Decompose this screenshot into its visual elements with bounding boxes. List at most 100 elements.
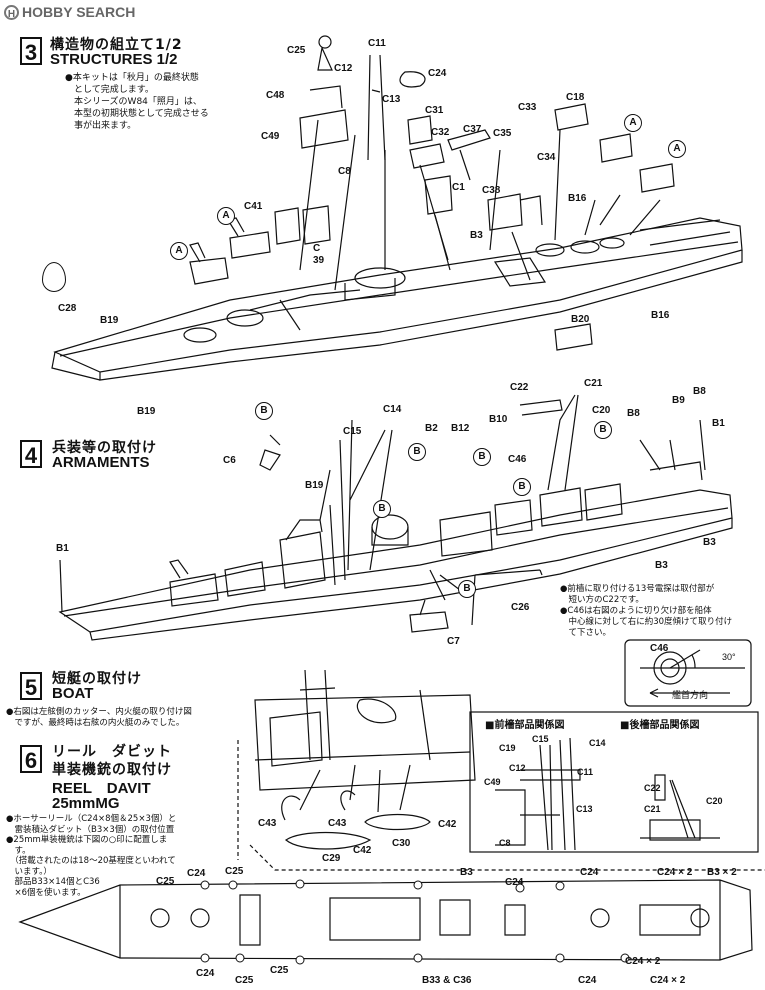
label-c31: C31 — [425, 105, 444, 116]
step4-title-jp: 兵装等の取付け — [52, 440, 157, 456]
label-c33: C33 — [518, 102, 537, 113]
label-c38: C38 — [482, 185, 501, 196]
label-c49: C49 — [261, 131, 280, 142]
step5-note: ●右図は左舷側のカッター、内火艇の取り付け図 ですが、最終時は右舷の内火艇のみで… — [6, 707, 192, 728]
label-b8: B8 — [693, 386, 706, 397]
label-c29: C29 — [322, 853, 341, 864]
callout-a-4: A — [170, 242, 188, 260]
fore-mast-relations-title: ■前檣部品関係図 — [485, 720, 565, 731]
step3-title-en: STRUCTURES 1/2 — [50, 51, 178, 68]
label-c43: C43 — [258, 818, 277, 829]
label-c32: C32 — [431, 127, 450, 138]
inset-bow-direction: 艦首方向 — [672, 691, 709, 701]
label-b16: B16 — [568, 193, 587, 204]
rel-label-c13: C13 — [576, 804, 593, 814]
step3-hull-drawing — [51, 35, 743, 381]
plan-label-b3: B3 — [460, 867, 473, 878]
label-b8-2: B8 — [627, 408, 640, 419]
plan-label-b33-c36: B33 & C36 — [422, 975, 472, 986]
callout-a-3: A — [217, 207, 235, 225]
plan-label-c24x2-3: C24 × 2 — [650, 975, 686, 986]
label-c41: C41 — [244, 201, 263, 212]
label-b16-2: B16 — [651, 310, 670, 321]
label-c48: C48 — [266, 90, 285, 101]
label-b19-s4: B19 — [305, 480, 324, 491]
c46-inset-drawing — [624, 639, 752, 707]
rel-label-c11: C11 — [577, 767, 594, 777]
plan-label-c24-1: C24 — [187, 868, 206, 879]
label-c18: C18 — [566, 92, 585, 103]
plan-label-c24-3: C24 — [505, 877, 524, 888]
plan-label-c25-1: C25 — [225, 866, 244, 877]
logo-mark-icon: H — [4, 4, 19, 20]
label-c8: C8 — [338, 166, 351, 177]
inset-label-c46: C46 — [650, 643, 669, 654]
callout-b-3: B — [473, 448, 491, 466]
step6-title-en2: 25mmMG — [52, 795, 120, 812]
step5-title-jp: 短艇の取付け — [52, 671, 142, 687]
callout-b-4: B — [594, 421, 612, 439]
label-b3-s4: B3 — [703, 537, 716, 548]
step3-number: 3 — [20, 37, 42, 65]
label-b12: B12 — [451, 423, 470, 434]
label-b20: B20 — [571, 314, 590, 325]
plan-label-c24-2: C24 — [580, 867, 599, 878]
rel-label-c12: C12 — [509, 763, 526, 773]
label-c11: C11 — [368, 38, 386, 49]
step4-hull-drawing — [58, 394, 733, 641]
label-c28: C28 — [58, 303, 77, 314]
label-c6: C6 — [223, 455, 236, 466]
step4-title-en: ARMAMENTS — [52, 454, 150, 471]
label-c20: C20 — [592, 405, 611, 416]
label-b10: B10 — [489, 414, 508, 425]
label-b2: B2 — [425, 423, 438, 434]
callout-b-1: B — [255, 402, 273, 420]
rel-label-c49: C49 — [484, 777, 501, 787]
step4-number: 4 — [20, 440, 42, 468]
step5-title-en: BOAT — [52, 685, 94, 702]
step3-title-jp: 構造物の組立て1/2 — [50, 37, 183, 53]
rel-label-c14: C14 — [589, 738, 606, 748]
plan-view-drawing — [18, 879, 753, 961]
callout-b-6: B — [373, 500, 391, 518]
step6-title-en1: REEL DAVIT — [52, 780, 151, 797]
label-c42-2: C42 — [353, 845, 372, 856]
plan-label-c25-3: C25 — [270, 965, 289, 976]
step4-note: ●前檣に取り付ける13号電探は取付部が 短い方のC22です。 ●C46は右図のよ… — [560, 584, 733, 638]
label-c46: C46 — [508, 454, 527, 465]
step6-title-jp2: 単装機銃の取付け — [52, 762, 172, 778]
label-c30: C30 — [392, 838, 411, 849]
label-c25: C25 — [287, 45, 306, 56]
callout-b-7: B — [513, 478, 531, 496]
step5-number: 5 — [20, 672, 42, 700]
step6-note: ●ホーサーリール（C24×8個＆25×3個）と 雷装積込ダビット（B3×3個）の… — [6, 814, 177, 898]
label-b3: B3 — [470, 230, 483, 241]
label-b19-2: B19 — [137, 406, 156, 417]
step3-note: ●本キットは「秋月」の最終状態 として完成します。 本シリーズのW84「照月」は… — [65, 73, 209, 131]
label-b9: B9 — [672, 395, 685, 406]
label-39: 39 — [313, 255, 325, 266]
hobby-search-logo: H HOBBY SEARCH — [4, 4, 135, 20]
label-c14: C14 — [383, 404, 402, 415]
label-c26: C26 — [511, 602, 530, 613]
plan-label-c25-2: C25 — [156, 876, 175, 887]
detail-balloon-icon — [42, 262, 66, 292]
label-b1-s4: B1 — [56, 543, 69, 554]
label-c15: C15 — [343, 426, 362, 437]
rel-label-c21: C21 — [644, 804, 661, 814]
aft-mast-relations-title: ■後檣部品関係図 — [620, 720, 700, 731]
label-c34: C34 — [537, 152, 556, 163]
step6-number: 6 — [20, 745, 42, 773]
callout-a-2: A — [668, 140, 686, 158]
label-c21: C21 — [584, 378, 603, 389]
label-c7: C7 — [447, 636, 460, 647]
label-b3-s4-2: B3 — [655, 560, 668, 571]
inset-angle: 30° — [722, 652, 736, 662]
plan-label-c24-4: C24 — [196, 968, 215, 979]
label-c43-2: C43 — [328, 818, 347, 829]
plan-label-b3x2: B3 × 2 — [707, 867, 737, 878]
relations-box-drawing — [469, 711, 759, 853]
step6-title-jp1: リール ダビット — [52, 744, 172, 760]
step5-side-drawing — [237, 669, 765, 871]
